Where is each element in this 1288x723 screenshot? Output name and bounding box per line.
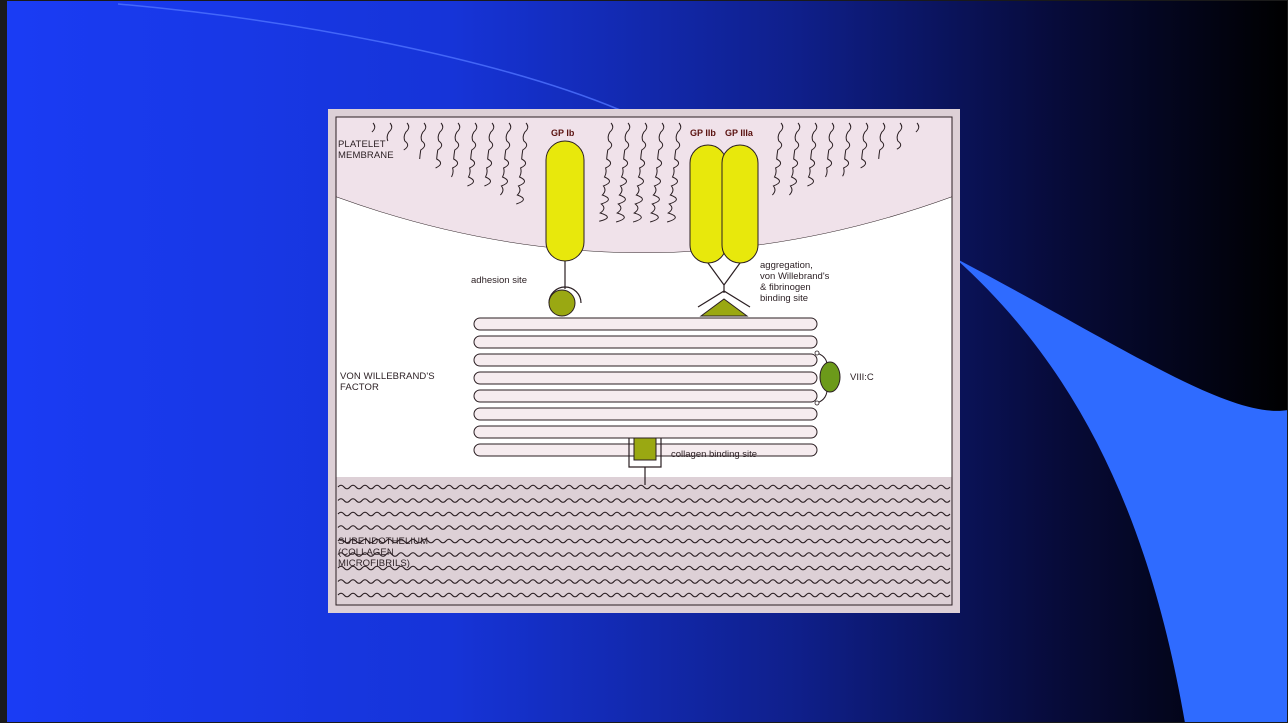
vwf-label: VON WILLEBRAND'S FACTOR <box>340 371 435 393</box>
adhesion-site-label: adhesion site <box>471 275 527 286</box>
collagen-fibril <box>338 499 950 503</box>
gp-iiia-label: GP IIIa <box>725 128 753 139</box>
gp-iiia-capsule <box>722 145 758 263</box>
adhesion-site-ball <box>549 290 575 316</box>
vwf-strand <box>474 318 817 330</box>
collagen-fibril <box>338 593 950 597</box>
collagen-binding-label: collagen binding site <box>671 449 757 460</box>
collagen-fibril <box>338 526 950 530</box>
vwf-strand <box>474 390 817 402</box>
collagen-binding-block <box>634 438 656 460</box>
collagen-fibril <box>338 580 950 584</box>
viiic-ellipse <box>820 362 840 392</box>
vwf-strand <box>474 426 817 438</box>
gp-ib-label: GP Ib <box>551 128 574 139</box>
subendothelium-label: SUBENDOTHELIUM (COLLAGEN MICROFIBRILS) <box>338 536 428 569</box>
collagen-fibril <box>338 512 950 516</box>
gp-iib-capsule <box>690 145 726 263</box>
swoosh-arc <box>118 4 620 110</box>
viiic-label: VIII:C <box>850 372 874 383</box>
gp-ib-capsule <box>546 141 584 261</box>
aggregation-site-label: aggregation, von Willebrand's & fibrinog… <box>760 260 829 304</box>
vwf-strand <box>474 354 817 366</box>
vwf-strand <box>474 372 817 384</box>
viiic-dot-bottom <box>815 401 819 405</box>
gp-iib-label: GP IIb <box>690 128 716 139</box>
collagen-fibril <box>338 485 950 489</box>
vwf-strand <box>474 408 817 420</box>
collagen-fibril <box>338 553 950 557</box>
collagen-fibril <box>338 539 950 543</box>
collagen-fibril <box>338 566 950 570</box>
swoosh-band <box>955 258 1288 723</box>
collagen-microfibrils <box>338 485 950 597</box>
platelet-membrane-label: PLATELET MEMBRANE <box>338 139 394 161</box>
vwf-diagram-figure: PLATELET MEMBRANE GP Ib GP IIb GP IIIa a… <box>328 109 960 613</box>
vwf-strand <box>474 336 817 348</box>
viiic-dot-top <box>815 351 819 355</box>
